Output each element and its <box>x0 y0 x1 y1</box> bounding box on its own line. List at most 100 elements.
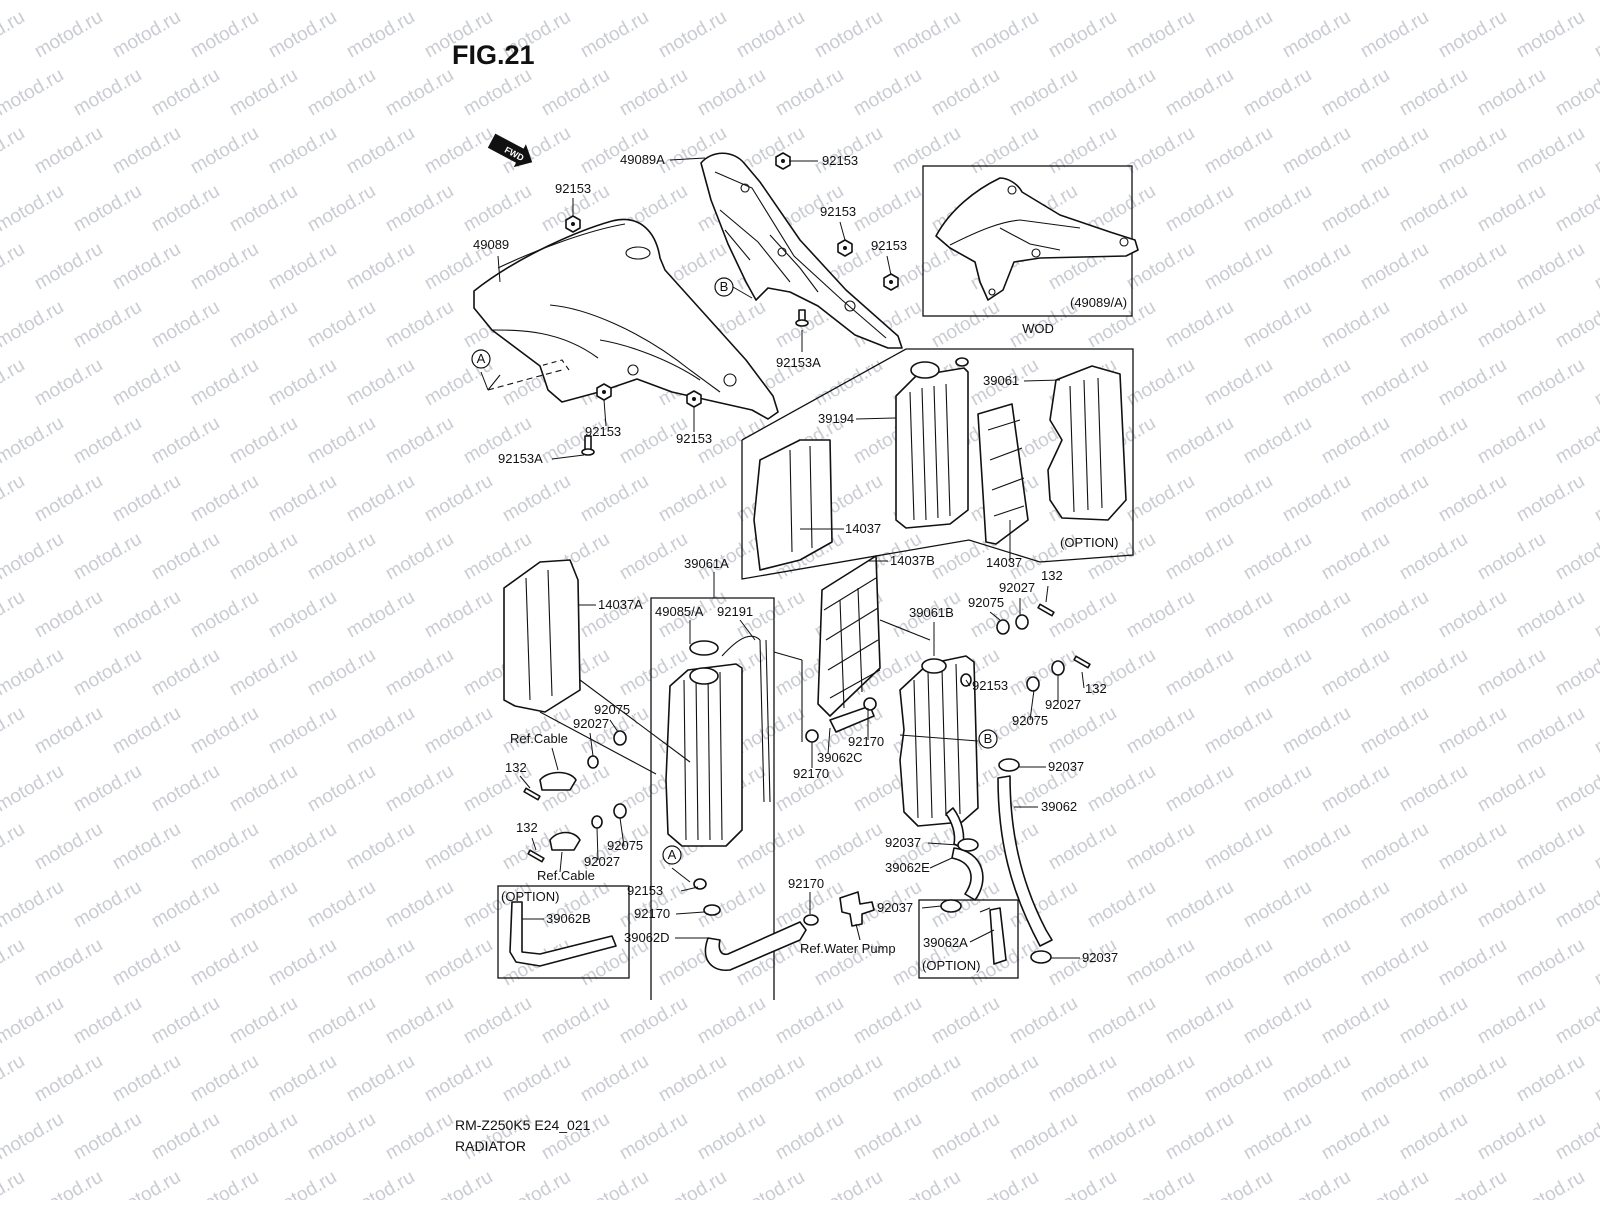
watermark-text: motod.ru <box>967 1167 1042 1200</box>
leader-line <box>480 371 489 391</box>
watermark-text: motod.ru <box>0 703 28 759</box>
watermark-text: motod.ru <box>1045 587 1120 643</box>
watermark-text: motod.ru <box>772 1109 847 1165</box>
watermark-text: motod.ru <box>1474 645 1549 701</box>
louver-14037b <box>817 555 881 717</box>
watermark-text: motod.ru <box>343 703 418 759</box>
watermark-text: motod.ru <box>70 1109 145 1165</box>
watermark-text: motod.ru <box>889 1167 964 1200</box>
callout-14037_left: 14037 <box>845 521 881 536</box>
leader-line <box>669 157 706 161</box>
watermark-text: motod.ru <box>616 65 691 121</box>
callout-92075_r2: 92075 <box>1012 713 1048 728</box>
watermark-text: motod.ru <box>265 587 340 643</box>
watermark-text: motod.ru <box>1552 0 1600 4</box>
watermark-text: motod.ru <box>1240 0 1315 4</box>
watermark-text: motod.ru <box>1201 1167 1276 1200</box>
watermark-text: motod.ru <box>1474 297 1549 353</box>
reference-circle <box>662 845 682 865</box>
callout-option_right: (OPTION) <box>922 958 981 973</box>
watermark-text: motod.ru <box>343 1167 418 1200</box>
watermark-text: motod.ru <box>1357 587 1432 643</box>
watermark-text: motod.ru <box>1474 529 1549 585</box>
watermark-text: motod.ru <box>811 1167 886 1200</box>
watermark-text: motod.ru <box>265 935 340 991</box>
watermark-text: motod.ru <box>889 7 964 63</box>
watermark-text: motod.ru <box>31 1051 106 1107</box>
watermark-text: motod.ru <box>1162 297 1237 353</box>
watermark-text: motod.ru <box>1201 355 1276 411</box>
watermark-text: motod.ru <box>967 123 1042 179</box>
callout-92153_r2: 92153 <box>972 678 1008 693</box>
watermark-text: motod.ru <box>499 1051 574 1107</box>
watermark-text: motod.ru <box>1162 1109 1237 1165</box>
option-box-right <box>918 899 1019 979</box>
watermark-text: motod.ru <box>187 471 262 527</box>
watermark-text: motod.ru <box>148 65 223 121</box>
watermark-text: motod.ru <box>1162 761 1237 817</box>
leader-line <box>1023 379 1061 382</box>
watermark-text: motod.ru <box>31 587 106 643</box>
watermark-text: motod.ru <box>460 65 535 121</box>
callout-39062e: 39062E <box>885 860 930 875</box>
shroud-49089 <box>473 218 779 420</box>
callout-49089a: 49089A <box>620 152 665 167</box>
watermark-text: motod.ru <box>1513 935 1588 991</box>
watermark-text: motod.ru <box>187 1051 262 1107</box>
watermark-text: motod.ru <box>1240 993 1315 1049</box>
shroud-49089a <box>700 152 903 349</box>
watermark-text: motod.ru <box>0 239 28 295</box>
callout-92153_mid: 92153 <box>820 204 856 219</box>
watermark-text: motod.ru <box>70 297 145 353</box>
callout-92027_l1: 92027 <box>573 716 609 731</box>
callout-49085a: 49085/A <box>655 604 704 619</box>
watermark-text: motod.ru <box>31 355 106 411</box>
watermark-text: motod.ru <box>265 7 340 63</box>
callout-a_top: A <box>477 351 486 366</box>
leader-line <box>497 255 501 283</box>
watermark-text: motod.ru <box>1552 761 1600 817</box>
watermark-text: motod.ru <box>1591 355 1600 411</box>
watermark-text: motod.ru <box>733 819 808 875</box>
watermark-text: motod.ru <box>1201 819 1276 875</box>
callout-132_l1: 132 <box>505 760 527 775</box>
watermark-text: motod.ru <box>1513 1167 1588 1200</box>
watermark-text: motod.ru <box>538 65 613 121</box>
watermark-text: motod.ru <box>1591 587 1600 643</box>
callout-92037_m2: 92037 <box>877 900 913 915</box>
watermark-text: motod.ru <box>850 993 925 1049</box>
watermark-text: motod.ru <box>1513 819 1588 875</box>
watermark-text: motod.ru <box>616 1109 691 1165</box>
watermark-text: motod.ru <box>1045 7 1120 63</box>
callout-14037b: 14037B <box>890 553 935 568</box>
watermark-text: motod.ru <box>1435 471 1510 527</box>
model-code: RM-Z250K5 E24_021 <box>455 1117 591 1133</box>
watermark-text: motod.ru <box>538 0 613 4</box>
watermark-text: motod.ru <box>1123 355 1198 411</box>
watermark-text: motod.ru <box>1123 1051 1198 1107</box>
watermark-text: motod.ru <box>1591 935 1600 991</box>
watermark-text: motod.ru <box>70 181 145 237</box>
watermark-text: motod.ru <box>538 413 613 469</box>
watermark-text: motod.ru <box>1513 587 1588 643</box>
watermark-text: motod.ru <box>1045 1051 1120 1107</box>
watermark-text: motod.ru <box>226 181 301 237</box>
watermark-text: motod.ru <box>0 935 28 991</box>
leader-line <box>589 732 594 757</box>
watermark-text: motod.ru <box>616 993 691 1049</box>
callout-92037_m1: 92037 <box>885 835 921 850</box>
watermark-text: motod.ru <box>928 1109 1003 1165</box>
watermark-text: motod.ru <box>148 761 223 817</box>
watermark-text: motod.ru <box>421 1051 496 1107</box>
watermark-text: motod.ru <box>1552 297 1600 353</box>
watermark-text: motod.ru <box>109 355 184 411</box>
watermark-text: motod.ru <box>1513 703 1588 759</box>
watermark-text: motod.ru <box>811 355 886 411</box>
watermark-text: motod.ru <box>811 7 886 63</box>
watermark-text: motod.ru <box>1396 761 1471 817</box>
callout-92037_r2: 92037 <box>1082 950 1118 965</box>
watermark-text: motod.ru <box>0 413 67 469</box>
watermark-text: motod.ru <box>1513 239 1588 295</box>
